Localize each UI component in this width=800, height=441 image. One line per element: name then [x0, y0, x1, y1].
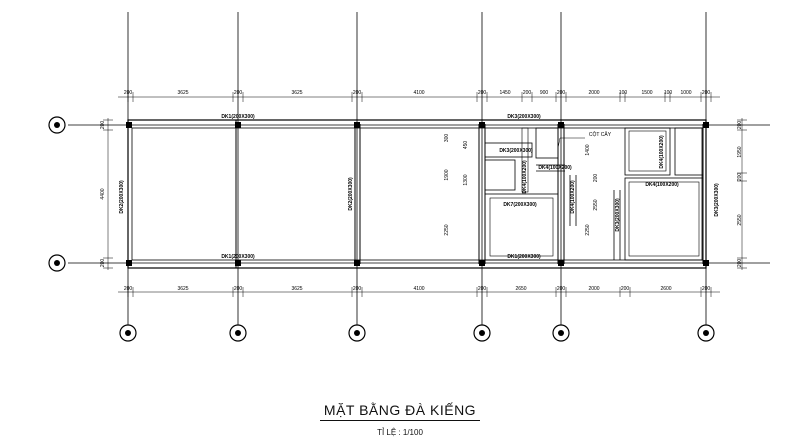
dim-interior: 2250: [585, 224, 591, 235]
dim-bottom: 3625: [177, 286, 188, 292]
dim-interior: 1900: [444, 169, 450, 180]
dim-bottom: 200: [124, 286, 133, 292]
dim-left: 4400: [100, 188, 106, 199]
drawing-title: MẶT BẰNG ĐÀ KIẾNG: [0, 402, 800, 421]
dim-bottom: 2000: [588, 286, 599, 292]
dim-bottom: 3625: [291, 286, 302, 292]
dim-right: 1950: [737, 146, 743, 157]
beam-label: DK2(200X300): [348, 177, 354, 211]
dim-top: 3625: [291, 90, 302, 96]
beam-labels: DK1(200X300) DK1(200X300) DK2(200X300) D…: [119, 114, 720, 260]
columns: [126, 122, 709, 266]
beam-label: DK4(100X200): [538, 165, 572, 171]
dim-left: 200: [100, 259, 106, 268]
dim-interior: 1400: [585, 144, 591, 155]
beam-outlines: [127, 119, 707, 269]
dim-left: 200: [100, 121, 106, 130]
dim-top: 2000: [588, 90, 599, 96]
dim-bottom: 200: [557, 286, 566, 292]
dim-top: 200: [478, 90, 487, 96]
beam-label: DK4(100X200): [645, 182, 679, 188]
beam-label: DK2(200X300): [119, 180, 125, 214]
dim-right: 200: [737, 259, 743, 268]
beam-label: DK3(200X300): [507, 114, 541, 120]
dim-top: 1000: [680, 90, 691, 96]
drawing-scale: TỈ LỆ : 1/100: [377, 428, 423, 437]
top-dimension-labels: 200 3625 200 3625 200 4100 200 1450 200 …: [124, 90, 711, 96]
dim-top: 4100: [413, 90, 424, 96]
dim-bottom: 2650: [515, 286, 526, 292]
dim-top: 200: [557, 90, 566, 96]
dim-top: 100: [619, 90, 628, 96]
dim-bottom: 200: [478, 286, 487, 292]
dim-top: 200: [702, 90, 711, 96]
grid-bubbles-columns: [119, 324, 715, 342]
drawing-title-text: MẶT BẰNG ĐÀ KIẾNG: [319, 402, 481, 421]
dim-top: 1450: [499, 90, 510, 96]
beam-label: DK4(100X200): [522, 160, 528, 194]
beam-label: DK7(200X300): [503, 202, 537, 208]
beam-label: DK3(200X300): [714, 183, 720, 217]
dim-top: 200: [234, 90, 243, 96]
vertical-grid-axes: [127, 12, 707, 332]
dim-interior: 2550: [593, 199, 599, 210]
dim-right: 200: [737, 121, 743, 130]
dim-top: 100: [664, 90, 673, 96]
right-dimension-labels: 200 1950 200 2550 200: [737, 121, 743, 268]
dim-top: 3625: [177, 90, 188, 96]
horizontal-grid-axes: [68, 124, 770, 264]
dim-top: 200: [124, 90, 133, 96]
left-dimension-labels: 200 4400 200: [100, 121, 106, 268]
dim-top: 900: [540, 90, 549, 96]
dim-top: 200: [353, 90, 362, 96]
dim-bottom: 2600: [660, 286, 671, 292]
dim-interior: 200: [593, 174, 599, 183]
interior-dimension-labels: 300 1900 2250 450 1300 1400 2250 200 255…: [444, 134, 599, 236]
dim-bottom: 200: [621, 286, 630, 292]
dim-right: 2550: [737, 214, 743, 225]
beam-label: DK1(200X300): [221, 114, 255, 120]
beam-label: DK1(200X300): [221, 254, 255, 260]
grid-bubble-row-bottom: [48, 254, 66, 272]
dim-interior: 2250: [444, 224, 450, 235]
bottom-dimension-labels: 200 3625 200 3625 200 4100 200 2650 200 …: [124, 286, 711, 292]
beam-label: DK4(100X200): [570, 180, 576, 214]
beam-label: DK3(200X300): [499, 148, 533, 154]
dim-interior: 1300: [463, 174, 469, 185]
beam-label: DK3(200X300): [615, 198, 621, 232]
dim-top: 200: [523, 90, 532, 96]
dim-bottom: 200: [234, 286, 243, 292]
beam-label: DK4(100X200): [659, 135, 665, 169]
dim-interior: 300: [444, 134, 450, 143]
dim-bottom: 200: [353, 286, 362, 292]
dim-bottom: 200: [702, 286, 711, 292]
grid-bubble-row-top: [48, 116, 66, 134]
dim-right: 200: [737, 173, 743, 182]
dim-interior: 450: [463, 141, 469, 150]
dim-top: 1500: [641, 90, 652, 96]
beam-label: DK1(200X300): [507, 254, 541, 260]
dim-bottom: 4100: [413, 286, 424, 292]
column-note: CỘT CÂY: [589, 131, 612, 138]
dimension-lines: [103, 92, 747, 297]
